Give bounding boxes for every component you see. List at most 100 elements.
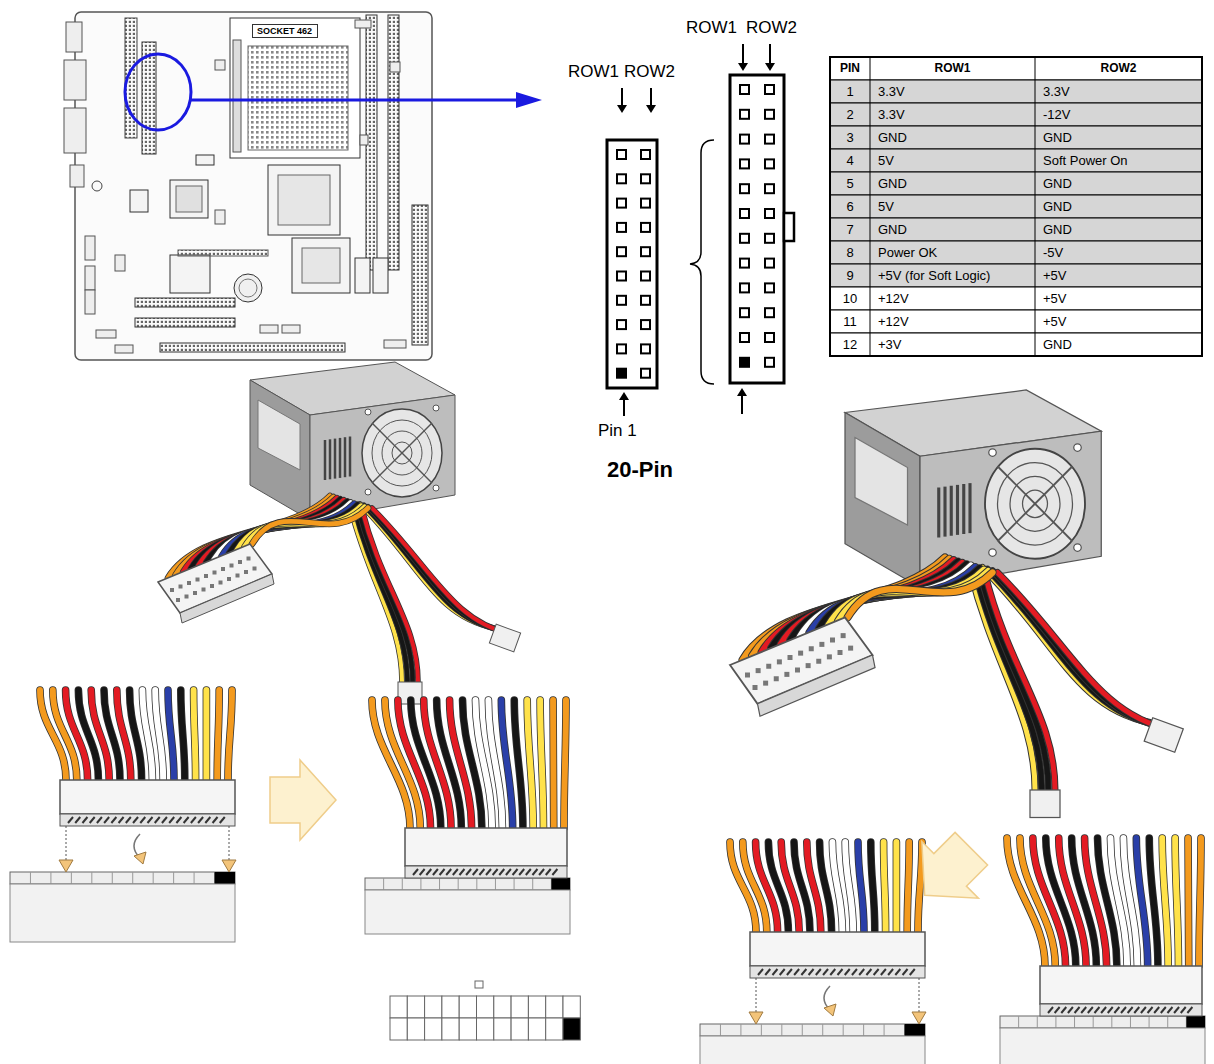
wire-outline bbox=[893, 842, 901, 932]
pin bbox=[617, 223, 626, 232]
plug-hole bbox=[179, 585, 183, 589]
plug-hole bbox=[204, 574, 208, 578]
fan-grille bbox=[998, 466, 1073, 541]
pin bbox=[641, 272, 650, 281]
socket-lever bbox=[233, 40, 241, 152]
header-cell bbox=[132, 872, 133, 884]
fan-screw bbox=[1074, 444, 1082, 452]
pin bbox=[617, 174, 626, 183]
wire-outline bbox=[980, 573, 1048, 791]
turn-arrow-head bbox=[134, 852, 146, 864]
plug-hole bbox=[196, 578, 200, 582]
pin bbox=[617, 369, 626, 378]
header-cell bbox=[532, 878, 533, 890]
row-arrow bbox=[741, 394, 743, 414]
plug-pin bbox=[1128, 1007, 1133, 1013]
header-cell bbox=[383, 878, 384, 890]
wire bbox=[168, 690, 174, 780]
header-top bbox=[10, 872, 235, 884]
pin-cell bbox=[425, 1018, 442, 1040]
arrow-head bbox=[737, 388, 747, 396]
table-border bbox=[830, 57, 1202, 356]
plug-pin bbox=[205, 817, 210, 823]
header-cell bbox=[781, 1024, 782, 1036]
plug-pin bbox=[1108, 1007, 1113, 1013]
wire bbox=[848, 573, 993, 618]
table-cell: 6 bbox=[830, 195, 870, 218]
header-body bbox=[700, 1036, 925, 1064]
component bbox=[260, 325, 278, 333]
plug-pin bbox=[486, 869, 491, 875]
plug-pin bbox=[119, 817, 124, 823]
wire bbox=[203, 690, 209, 780]
motherboard bbox=[64, 12, 542, 360]
power-supply bbox=[730, 390, 1183, 818]
fan-screw bbox=[989, 549, 997, 557]
psu-label-plate bbox=[855, 438, 908, 526]
wire bbox=[1149, 838, 1158, 966]
plug-hole bbox=[193, 591, 197, 595]
wire-outline bbox=[1149, 838, 1158, 966]
plug-pin bbox=[866, 969, 871, 975]
plug-pin bbox=[772, 969, 777, 975]
guide-head bbox=[749, 1012, 763, 1024]
psu-label-plate bbox=[258, 400, 300, 470]
pin bbox=[641, 174, 650, 183]
plug-body bbox=[750, 932, 925, 966]
header-cell bbox=[822, 1024, 823, 1036]
component bbox=[115, 345, 133, 353]
arrow-head bbox=[617, 105, 627, 113]
table-rule bbox=[1035, 57, 1036, 356]
table-cell: +5V bbox=[1035, 264, 1202, 287]
plug-pin bbox=[426, 869, 431, 875]
plug-pin bbox=[910, 969, 915, 975]
pin bbox=[765, 333, 774, 342]
header-cell bbox=[420, 878, 421, 890]
wire bbox=[918, 842, 922, 932]
table-cell: GND bbox=[1035, 218, 1202, 241]
wire-outline bbox=[858, 842, 864, 932]
connector-outline bbox=[607, 140, 657, 388]
wire bbox=[1199, 838, 1201, 966]
wire bbox=[832, 842, 842, 932]
plug-pin bbox=[1075, 1007, 1080, 1013]
plug-pin bbox=[852, 969, 857, 975]
table-header: ROW2 bbox=[1035, 57, 1202, 80]
table-cell: +12V bbox=[870, 287, 1035, 310]
plug-pin bbox=[787, 969, 792, 975]
row-arrow bbox=[623, 398, 625, 416]
fan-screw bbox=[433, 405, 439, 411]
component bbox=[85, 266, 95, 290]
plug-hole bbox=[777, 659, 782, 664]
pin1-mark bbox=[215, 872, 235, 884]
slot bbox=[178, 250, 268, 256]
header-cell bbox=[1055, 1016, 1056, 1028]
plug-pin bbox=[838, 969, 843, 975]
plug-pin bbox=[453, 869, 458, 875]
plug-pin bbox=[499, 869, 504, 875]
connector-pinouts bbox=[607, 44, 794, 416]
chip bbox=[170, 255, 210, 293]
table-cell: 9 bbox=[830, 264, 870, 287]
pin-cell bbox=[459, 996, 476, 1018]
plug-pin bbox=[1068, 1007, 1073, 1013]
plug-pin bbox=[1061, 1007, 1066, 1013]
table-header: ROW1 bbox=[870, 57, 1035, 80]
plug-pin bbox=[765, 969, 770, 975]
header-cell bbox=[194, 872, 195, 884]
wire-outline bbox=[155, 690, 163, 780]
plug-hole bbox=[221, 567, 225, 571]
psu-vent bbox=[324, 440, 327, 480]
header-body bbox=[10, 884, 235, 942]
header-top bbox=[365, 878, 570, 890]
chip bbox=[130, 190, 148, 212]
pin-cell bbox=[425, 996, 442, 1018]
pci-slot bbox=[160, 343, 345, 352]
psu-vent bbox=[334, 439, 337, 479]
psu-vent bbox=[968, 483, 971, 533]
table-cell: +5V bbox=[1035, 287, 1202, 310]
wire-outline bbox=[884, 842, 886, 932]
component bbox=[85, 290, 95, 314]
pin bbox=[765, 283, 774, 292]
component bbox=[355, 20, 371, 28]
